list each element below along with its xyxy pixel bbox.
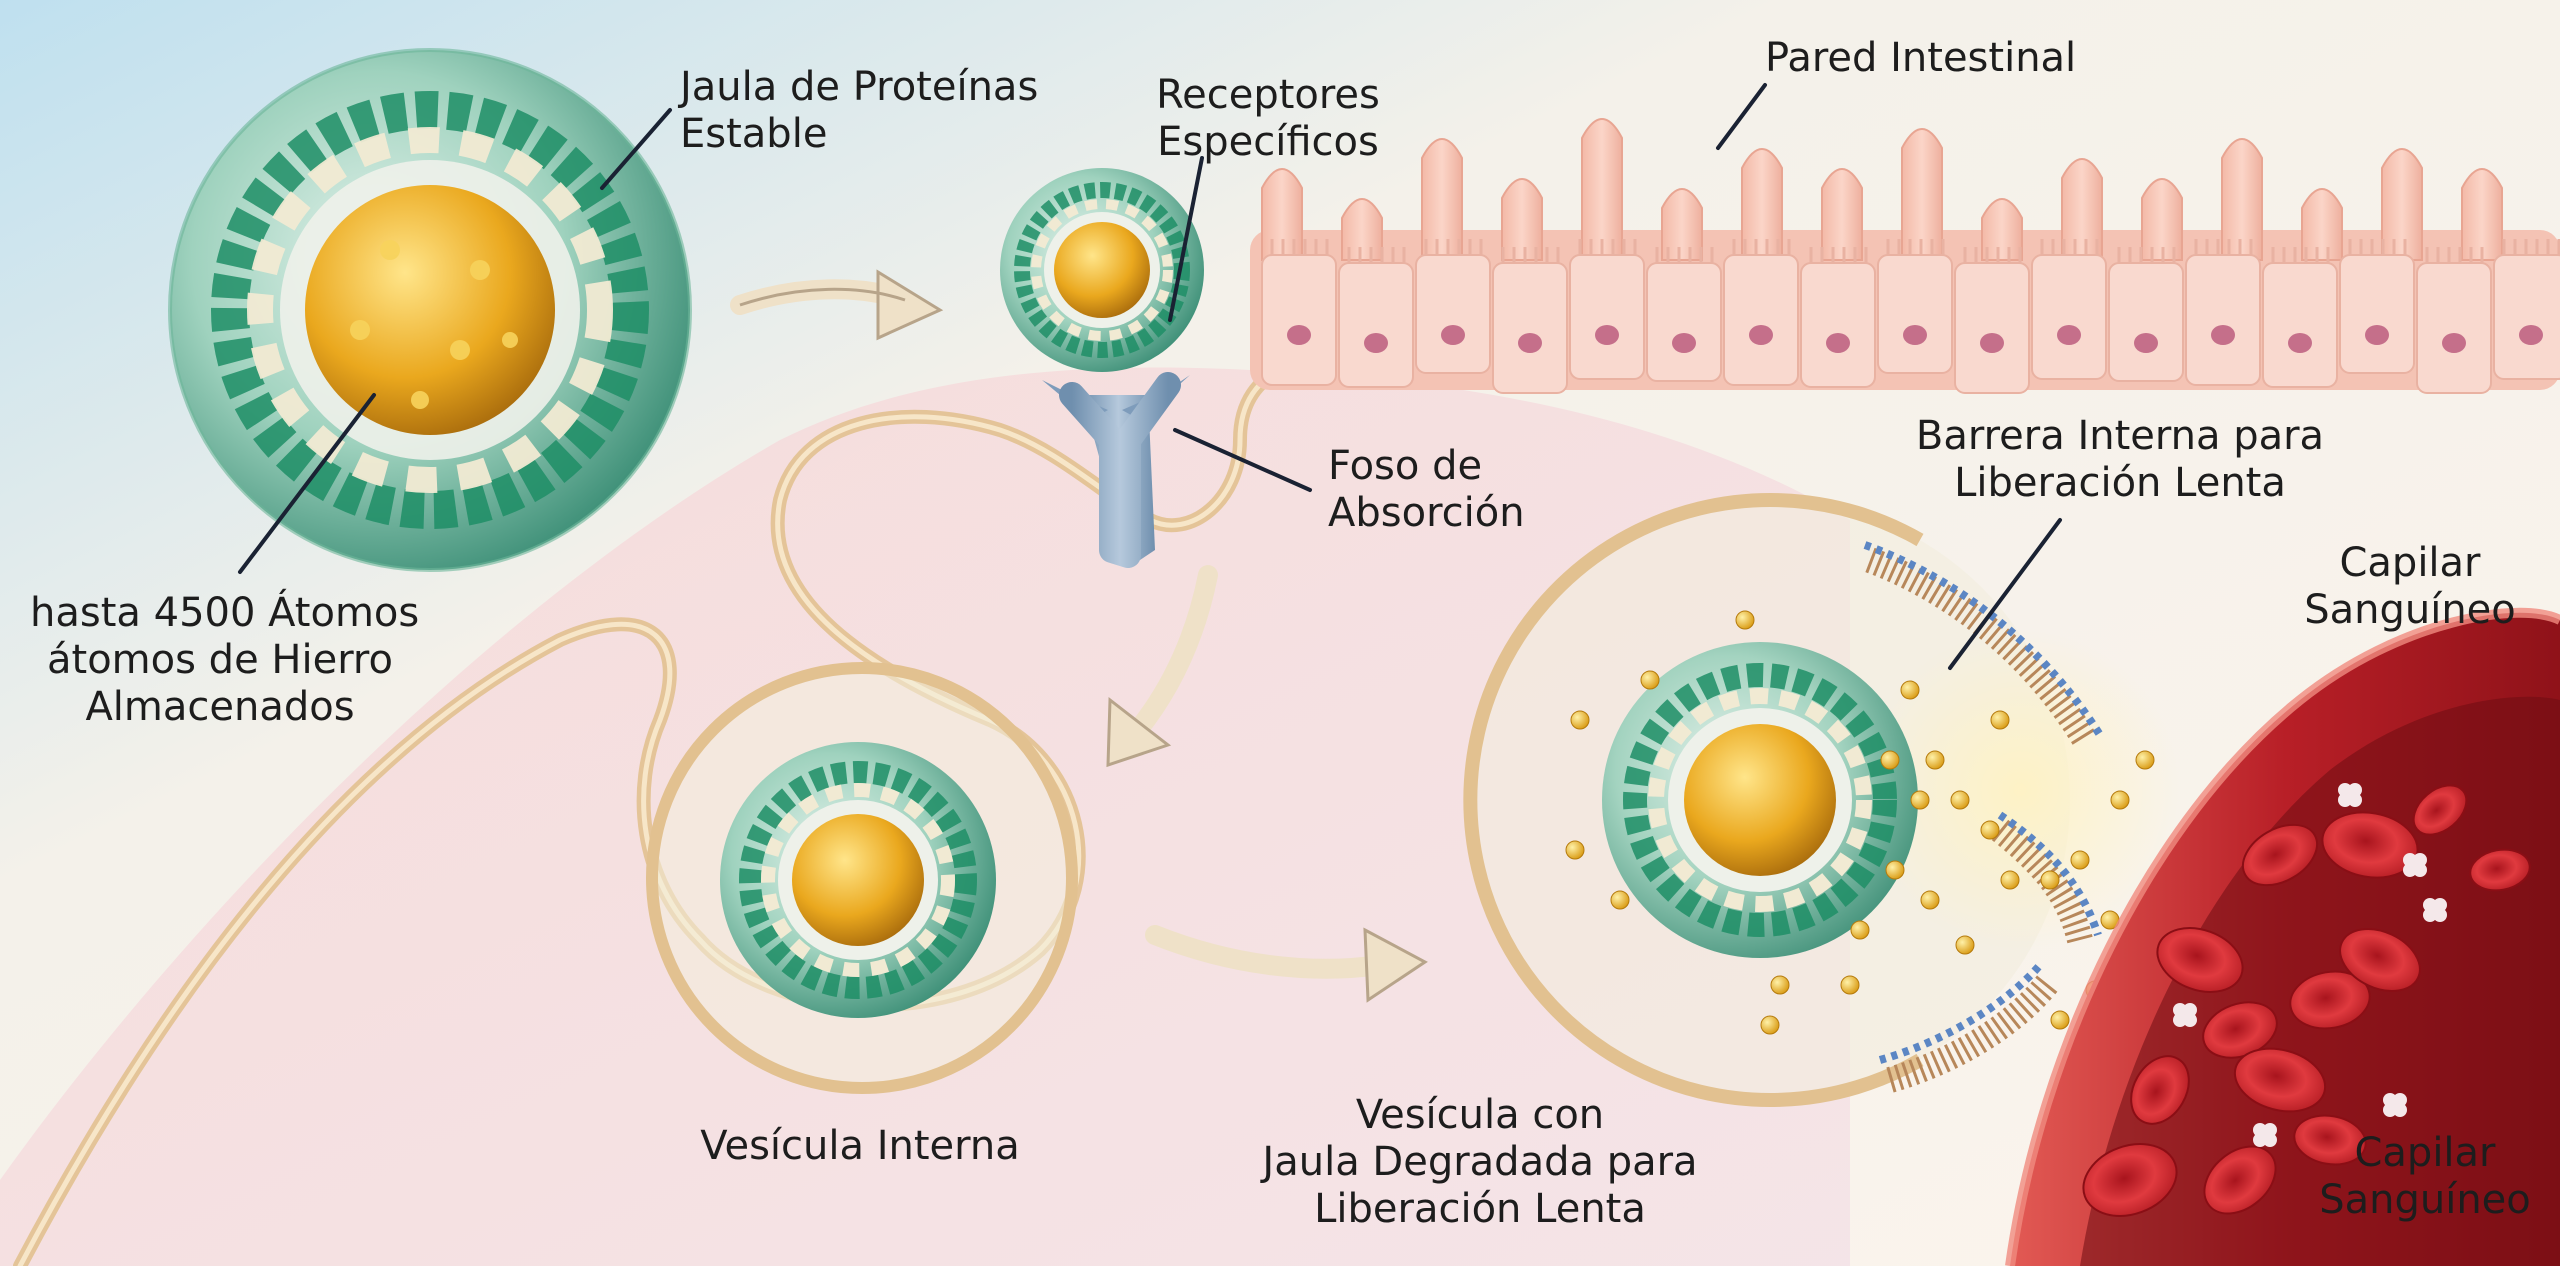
label-capillary-bottom-line1: Capilar: [2354, 1130, 2496, 1176]
label-internal-vesicle: Vesícula Interna: [700, 1123, 1020, 1170]
label-capillary-top-line2: Sanguíneo: [2304, 587, 2516, 633]
label-iron-atoms-line1: hasta 4500 Átomos: [30, 590, 420, 636]
label-capillary-top: Capilar Sanguíneo: [2260, 540, 2560, 634]
label-absorption-pit-line1: Foso de: [1328, 443, 1483, 489]
label-iron-atoms-line2: átomos de Hierro: [47, 637, 393, 683]
label-absorption-pit-line2: Absorción: [1328, 490, 1525, 536]
label-intestinal-wall-line1: Pared Intestinal: [1765, 35, 2077, 81]
degraded-vesicle: [1463, 493, 2180, 1107]
label-receptors-line2: Específicos: [1157, 119, 1379, 165]
arrow-pit-to-vesicle: [1106, 565, 1218, 768]
label-degraded-vesicle-line3: Liberación Lenta: [1314, 1186, 1646, 1232]
label-internal-vesicle-line1: Vesícula Interna: [700, 1123, 1020, 1169]
ferritin-large: [168, 48, 692, 572]
inner-barrier-bilayer: [1863, 541, 2104, 1093]
internal-vesicle: [646, 662, 1078, 1094]
label-capillary-bottom-line2: Sanguíneo: [2319, 1177, 2531, 1223]
intestinal-wall: [1250, 118, 2560, 394]
arrow-vesicle-to-release: [1145, 925, 1428, 1003]
arrow-cage-to-receptor: [730, 269, 944, 341]
label-degraded-vesicle-line1: Vesícula con: [1355, 1092, 1605, 1138]
label-receptors: Receptores Específicos: [1118, 72, 1418, 166]
label-inner-barrier: Barrera Interna para Liberación Lenta: [1880, 413, 2360, 507]
ferritin-receptor-bound: [1000, 168, 1204, 372]
label-capillary-bottom: Capilar Sanguíneo: [2290, 1130, 2560, 1224]
label-receptors-line1: Receptores: [1156, 72, 1380, 118]
label-protein-cage-line2: Estable: [680, 111, 828, 157]
label-iron-atoms: hasta 4500 Átomos átomos de Hierro Almac…: [30, 590, 420, 731]
receptor-icon: [1042, 372, 1190, 568]
leader-lines: [238, 83, 2062, 670]
label-degraded-vesicle: Vesícula con Jaula Degradada para Libera…: [1260, 1092, 1700, 1233]
label-intestinal-wall: Pared Intestinal: [1765, 35, 2076, 82]
label-degraded-vesicle-line2: Jaula Degradada para: [1262, 1139, 1698, 1185]
label-iron-atoms-line3: Almacenados: [85, 684, 355, 730]
label-protein-cage: Jaula de Proteínas Estable: [680, 64, 1038, 158]
label-absorption-pit: Foso de Absorción: [1328, 443, 1525, 537]
blood-capillary: [2005, 607, 2560, 1266]
label-inner-barrier-line1: Barrera Interna para: [1915, 413, 2325, 459]
label-capillary-top-line1: Capilar: [2339, 540, 2481, 586]
label-inner-barrier-line2: Liberación Lenta: [1954, 460, 2286, 506]
label-protein-cage-line1: Jaula de Proteínas: [680, 64, 1039, 110]
